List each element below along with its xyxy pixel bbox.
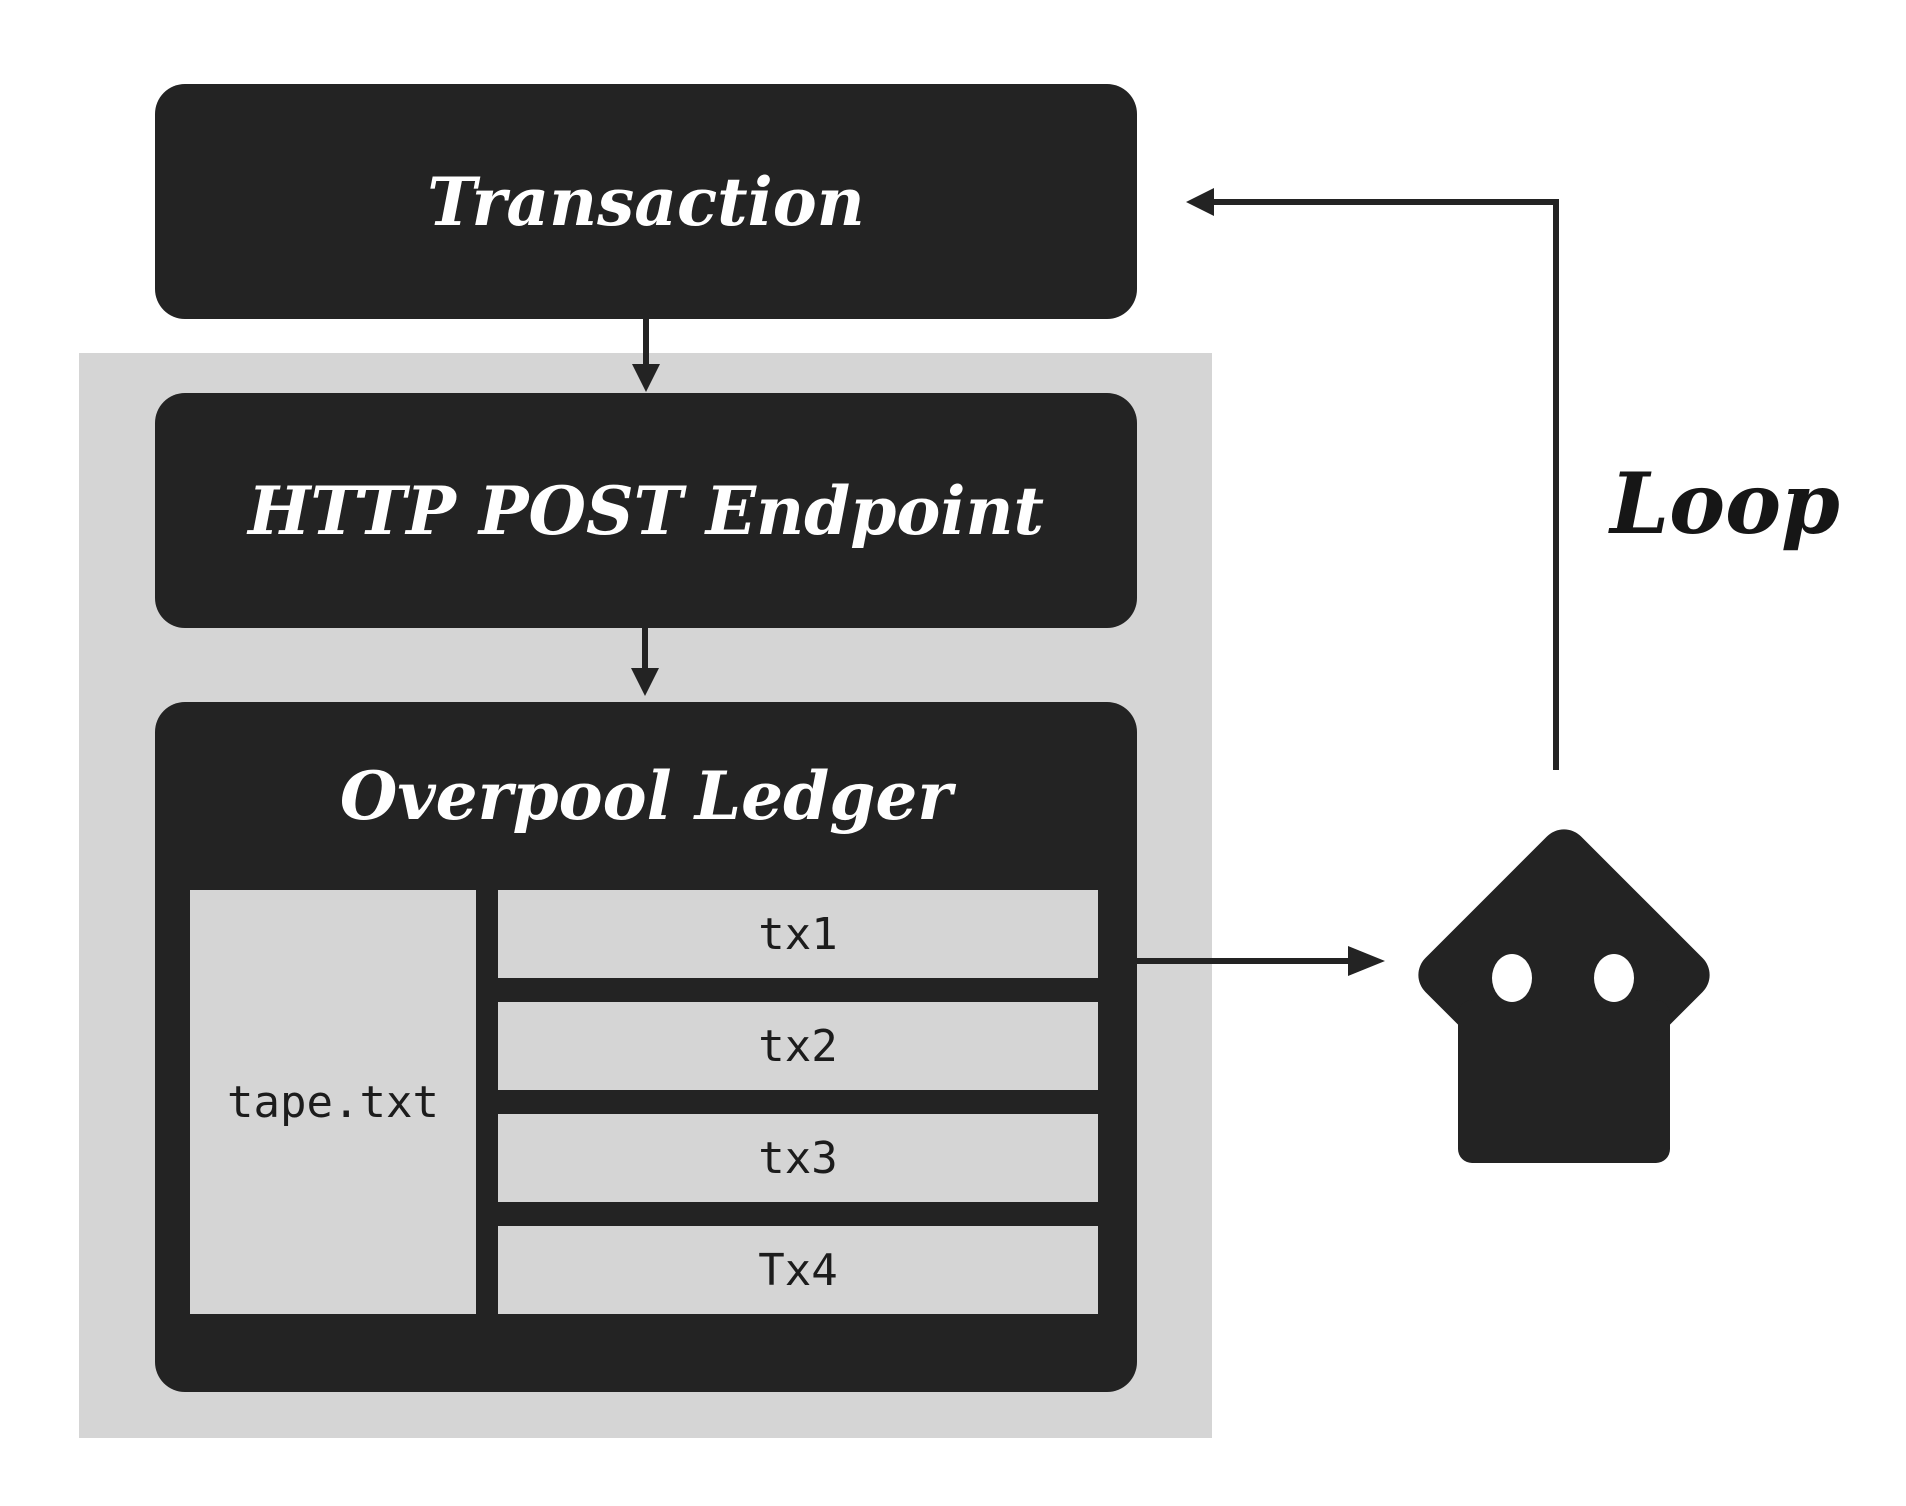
ledger-title: Overpool Ledger — [339, 757, 953, 835]
tx-row: tx1 — [498, 890, 1098, 978]
tape-file-label: tape.txt — [227, 1076, 439, 1128]
tx-row-label: Tx4 — [758, 1244, 838, 1296]
transaction-node: Transaction — [155, 84, 1137, 319]
bot-right-eye — [1594, 954, 1634, 1002]
tx-row-label: tx3 — [758, 1132, 838, 1184]
tx-row-label: tx2 — [758, 1020, 838, 1072]
house-bot-icon — [1418, 829, 1710, 1163]
tx-row: tx3 — [498, 1114, 1098, 1202]
loop-label: Loop — [1610, 454, 1840, 553]
endpoint-label: HTTP POST Endpoint — [248, 471, 1044, 550]
tx-row: Tx4 — [498, 1226, 1098, 1314]
http-post-endpoint-node: HTTP POST Endpoint — [155, 393, 1137, 628]
loop-arrow — [1186, 188, 1559, 770]
tx-row-label: tx1 — [758, 908, 838, 960]
bot-left-eye — [1492, 954, 1532, 1002]
tape-file-box: tape.txt — [190, 890, 476, 1314]
tx-row: tx2 — [498, 1002, 1098, 1090]
transaction-label: Transaction — [427, 162, 865, 241]
